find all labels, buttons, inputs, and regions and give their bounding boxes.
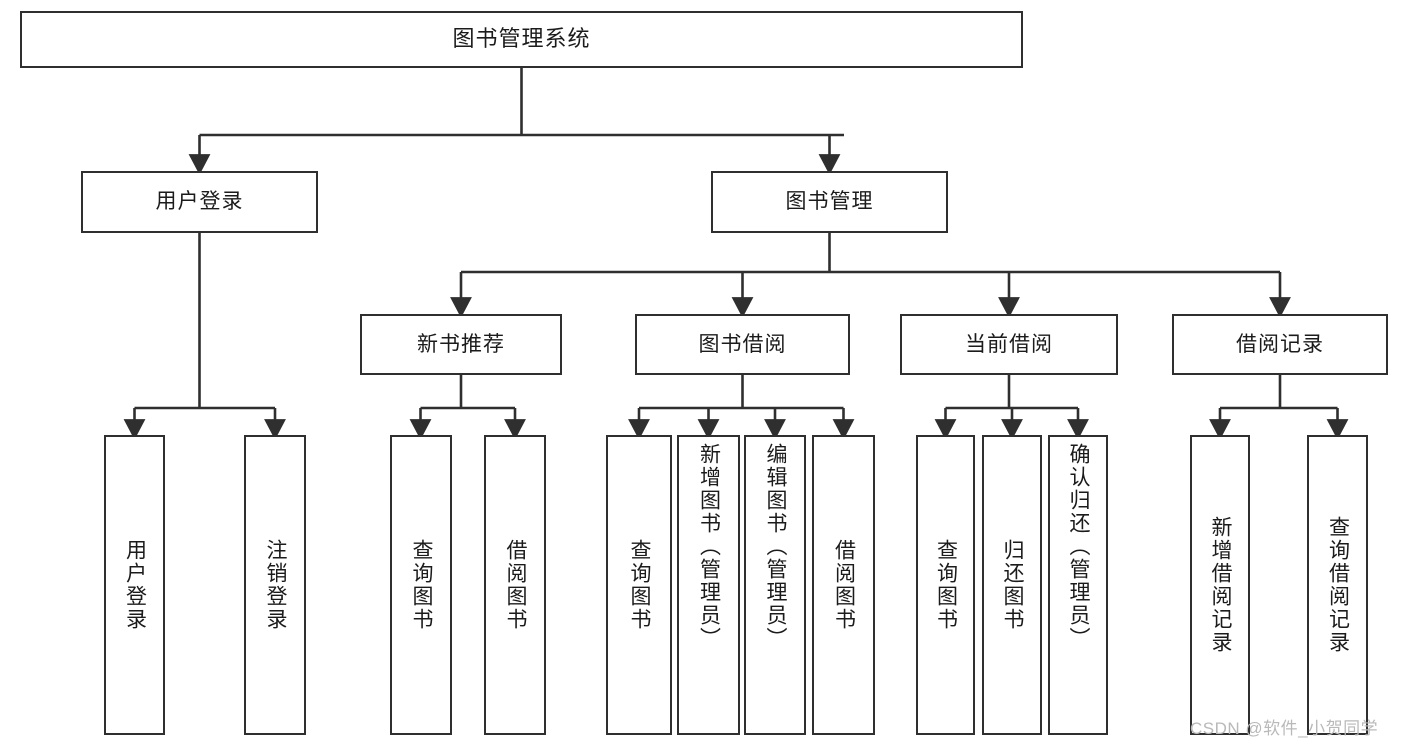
node-book-borrow[interactable]: 图书借阅 (635, 314, 850, 375)
node-leaf-logout[interactable]: 注销登录 (244, 435, 306, 735)
node-leaf-query-book-newbook[interactable]: 查询图书 (390, 435, 452, 735)
node-leaf-add-borrow-record[interactable]: 新增借阅记录 (1190, 435, 1250, 735)
node-leaf-edit-book-admin[interactable]: 编辑图书（管理员） (744, 435, 806, 735)
node-leaf-query-book-borrow[interactable]: 查询图书 (606, 435, 672, 735)
node-root-system[interactable]: 图书管理系统 (20, 11, 1023, 68)
node-user-login[interactable]: 用户登录 (81, 171, 318, 233)
node-leaf-query-book-current[interactable]: 查询图书 (916, 435, 975, 735)
node-leaf-borrow-book-newbook[interactable]: 借阅图书 (484, 435, 546, 735)
node-leaf-return-book[interactable]: 归还图书 (982, 435, 1042, 735)
csdn-watermark: CSDN @软件_小贺同学 (1190, 719, 1379, 738)
node-book-management[interactable]: 图书管理 (711, 171, 948, 233)
node-leaf-query-borrow-record[interactable]: 查询借阅记录 (1307, 435, 1368, 735)
node-leaf-user-login[interactable]: 用户登录 (104, 435, 165, 735)
node-leaf-borrow-book-borrow[interactable]: 借阅图书 (812, 435, 875, 735)
node-leaf-add-book-admin[interactable]: 新增图书（管理员） (677, 435, 740, 735)
node-current-borrow[interactable]: 当前借阅 (900, 314, 1118, 375)
node-new-book-recommend[interactable]: 新书推荐 (360, 314, 562, 375)
node-leaf-confirm-return-admin[interactable]: 确认归还（管理员） (1048, 435, 1108, 735)
node-borrow-record[interactable]: 借阅记录 (1172, 314, 1388, 375)
